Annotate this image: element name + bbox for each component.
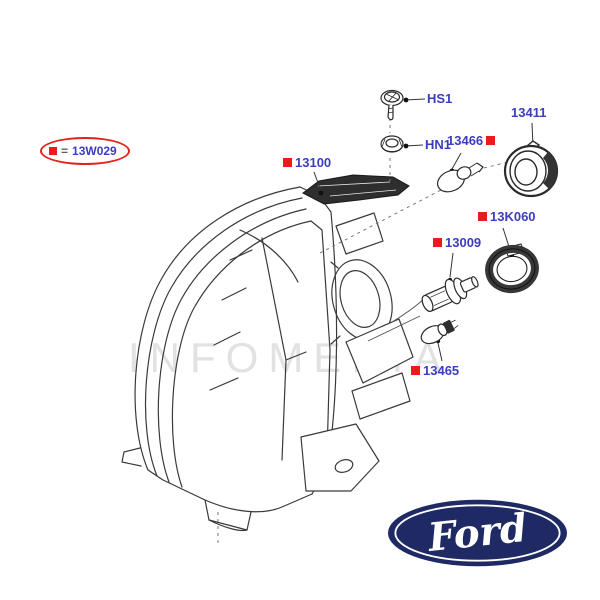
alignment-dashes [217, 111, 509, 545]
cap-13411-icon [503, 140, 559, 198]
bulb-13465-icon [420, 319, 459, 345]
label-13009[interactable]: 13009 [433, 235, 481, 250]
part-number-text: HS1 [427, 91, 453, 106]
part-marker [49, 147, 57, 155]
selected-part-callout[interactable]: = 13W029 [40, 137, 130, 165]
ford-logo: Ford [387, 499, 568, 567]
axis-lines [367, 298, 425, 342]
callout-equals: = [61, 144, 69, 158]
label-13466[interactable]: 13466 [447, 133, 496, 148]
part-marker [411, 366, 420, 375]
part-marker [433, 238, 442, 247]
part-number-text: 13100 [295, 155, 332, 170]
ford-oval [387, 499, 568, 567]
ford-wordmark: Ford [425, 506, 529, 561]
part-number-text: 13466 [447, 133, 484, 148]
label-13100[interactable]: 13100 [283, 155, 331, 170]
socket-13009-icon [421, 276, 479, 313]
part-number-text: 13K060 [490, 209, 536, 224]
bulb-13466-icon [436, 162, 484, 193]
label-13411[interactable]: 13411 [511, 105, 546, 120]
callout-part-number: 13W029 [72, 144, 117, 158]
mounting-arm-art [302, 174, 410, 205]
nut-hn1-icon [380, 135, 404, 153]
part-number-text: HN1 [425, 137, 452, 152]
label-13k060[interactable]: 13K060 [478, 209, 536, 224]
headlamp-assembly-art [121, 186, 414, 532]
leader-lines [313, 98, 534, 362]
ring-13k060-icon [485, 243, 539, 294]
label-hn1[interactable]: HN1 [425, 137, 451, 152]
screw-hs1-icon [380, 89, 404, 121]
part-marker [283, 158, 292, 167]
label-13465[interactable]: 13465 [411, 363, 459, 378]
part-number-text: 13009 [445, 235, 482, 250]
label-hs1[interactable]: HS1 [427, 91, 452, 106]
part-number-text: 13411 [511, 105, 547, 120]
part-marker [478, 212, 487, 221]
part-marker [486, 136, 496, 145]
part-number-text: 13465 [423, 363, 460, 378]
